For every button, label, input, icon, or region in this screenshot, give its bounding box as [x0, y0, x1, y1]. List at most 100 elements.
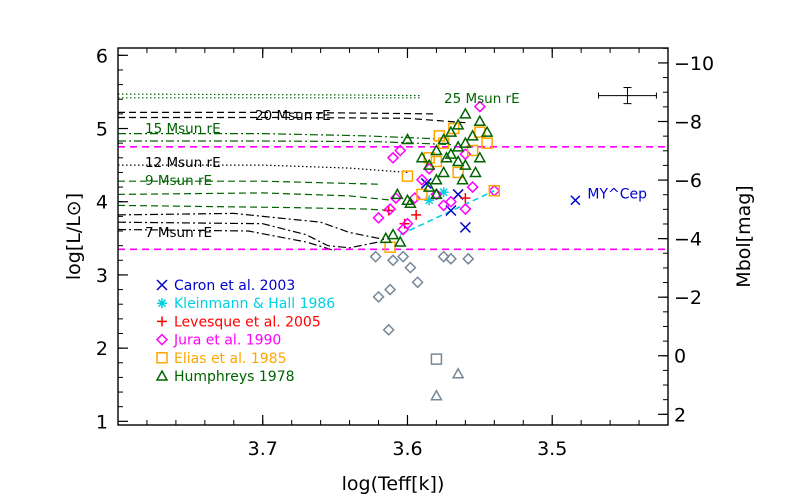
data-point: [411, 209, 422, 220]
legend-marker: [157, 316, 167, 327]
data-point: [437, 132, 450, 145]
legend-label: Levesque et al. 2005: [174, 314, 321, 330]
legend-label: Kleinmann & Hall 1986: [174, 296, 335, 312]
data-point: [382, 323, 395, 336]
data-point: [430, 143, 443, 156]
data-point: [430, 173, 443, 185]
data-point: [437, 199, 450, 212]
data-point: [444, 252, 457, 265]
data-point: [386, 151, 400, 164]
legend-label: Elias et al. 1985: [174, 351, 287, 367]
data-point: [401, 132, 414, 145]
data-point: [415, 173, 429, 186]
y2-tick-label: −6: [674, 170, 702, 192]
legend-marker: [155, 333, 169, 346]
data-point: [372, 211, 385, 224]
y2-axis-title: Mbol[mag]: [733, 185, 755, 287]
annotation-marker: [570, 195, 581, 206]
annotation-label: MY^Cep: [587, 186, 647, 202]
data-point: [437, 250, 450, 263]
data-point: [480, 125, 494, 137]
data-point: [473, 114, 487, 126]
track-line-0-0: [117, 93, 422, 97]
data-point: [391, 187, 404, 200]
marker-stroke: [156, 279, 168, 291]
marker-stroke: [420, 177, 432, 189]
x-axis-title: log(Teff[k]): [342, 473, 445, 495]
data-point: [397, 250, 410, 263]
error-bar: [598, 87, 657, 105]
track-line-1-1: [118, 116, 466, 124]
evolutionary-tracks: [117, 93, 466, 252]
data-point: [430, 389, 443, 401]
data-point: [383, 205, 394, 216]
data-point: [459, 136, 472, 148]
data-points: [369, 87, 657, 401]
data-point: [466, 181, 479, 194]
marker-stroke: [445, 204, 457, 217]
data-point: [411, 276, 424, 289]
y2-tick-label: −4: [674, 229, 702, 251]
data-point: [440, 151, 453, 163]
data-point: [384, 283, 397, 296]
track-label: 12 Msun rE: [145, 155, 221, 171]
y-tick-label: 5: [96, 119, 108, 141]
y2-tick-label: 2: [674, 404, 686, 426]
legend-label: Jura et al. 1990: [173, 333, 281, 349]
data-point: [430, 188, 443, 201]
data-point: [430, 353, 443, 365]
data-point: [384, 202, 397, 216]
data-point: [404, 261, 417, 274]
data-point: [451, 118, 465, 130]
data-point: [420, 177, 432, 189]
data-point: [459, 158, 472, 170]
data-point: [430, 155, 443, 168]
data-point: [459, 202, 472, 216]
data-point: [437, 165, 450, 178]
track-line-2-0: [118, 133, 437, 140]
data-point: [384, 241, 396, 253]
marker-stroke: [157, 299, 167, 308]
data-point: [422, 158, 436, 170]
data-point: [369, 250, 382, 263]
data-point: [393, 235, 407, 247]
track-label: 15 Msun rE: [145, 121, 221, 137]
data-point: [466, 129, 479, 141]
track-line-4-0: [118, 180, 379, 185]
plot-frame: [117, 47, 669, 426]
data-point: [469, 165, 482, 178]
data-point: [473, 100, 486, 113]
y-tick-label: 1: [96, 411, 108, 433]
track-label: 9 Msun rE: [145, 173, 212, 189]
data-point: [444, 125, 458, 137]
y-axis-title: log[L/L⊙]: [63, 193, 85, 280]
x-tick-label: 3.5: [537, 438, 567, 460]
horizontal-reference-lines: [118, 146, 668, 251]
y2-tick-label: −10: [674, 53, 714, 75]
marker-stroke: [452, 188, 464, 200]
y-tick-label: 3: [96, 265, 108, 287]
data-point: [444, 147, 458, 159]
marker-stroke: [459, 221, 471, 233]
data-point: [415, 151, 429, 163]
data-point: [372, 290, 385, 303]
data-point: [386, 254, 400, 267]
legend-marker: [156, 352, 168, 364]
track-line-2-1: [118, 140, 451, 146]
legend-label: Caron et al. 2003: [174, 278, 295, 294]
fit-line: [399, 190, 495, 236]
track-line-4-2: [117, 204, 394, 212]
track-line-5-1: [117, 221, 379, 249]
y-tick-label: 4: [96, 192, 108, 214]
track-label: 20 Msun rE: [255, 108, 331, 124]
data-point: [451, 154, 465, 167]
data-point: [460, 193, 471, 204]
data-point: [422, 180, 436, 192]
data-point: [452, 166, 464, 179]
y2-tick-label: 0: [674, 346, 686, 368]
y2-tick-label: −8: [674, 111, 702, 133]
y2-tick-label: −2: [674, 287, 702, 309]
x-tick-label: 3.7: [248, 438, 278, 460]
